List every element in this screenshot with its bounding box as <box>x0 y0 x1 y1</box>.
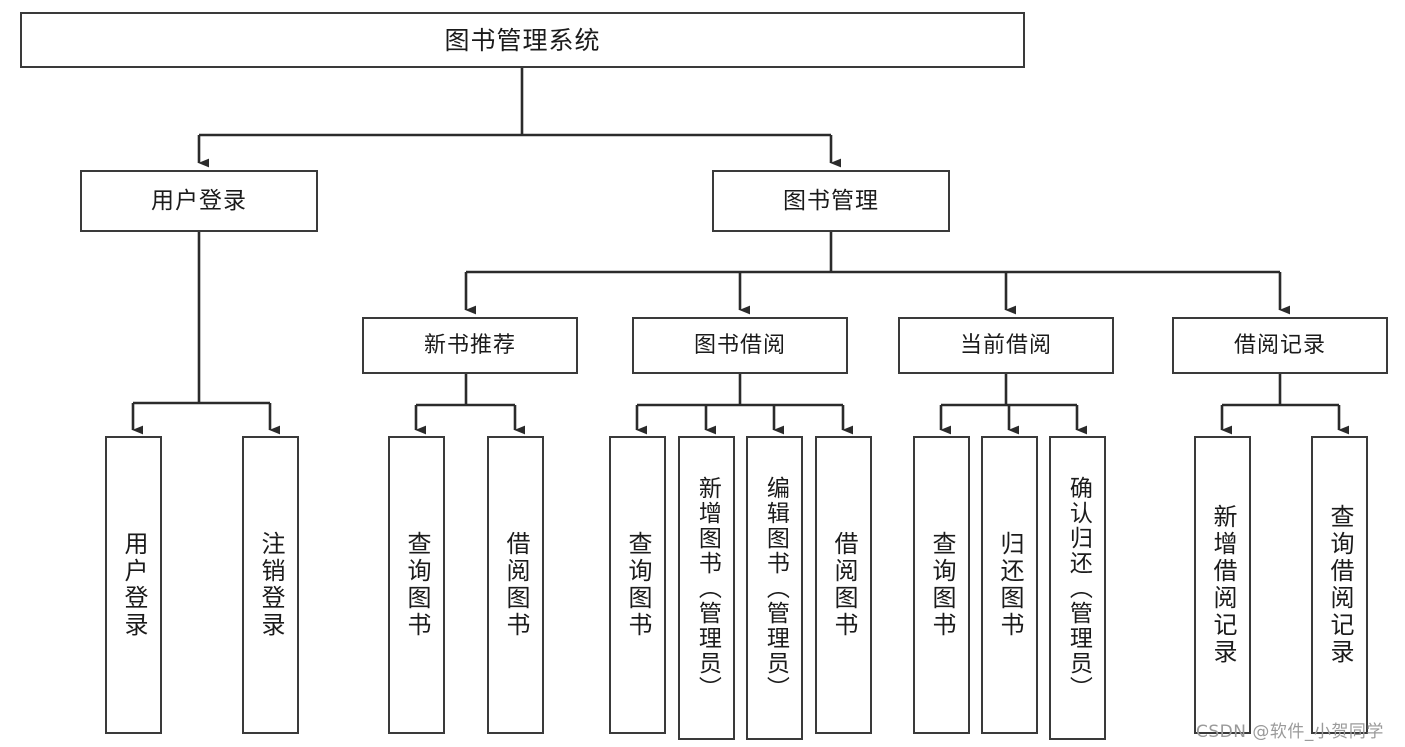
node-leaf-add-book[interactable]: 新增图书（管理员） <box>678 436 735 740</box>
node-current-borrow[interactable]: 当前借阅 <box>898 317 1114 374</box>
node-label: 新增图书（管理员） <box>694 475 721 701</box>
node-borrow-record[interactable]: 借阅记录 <box>1172 317 1388 374</box>
node-book-management[interactable]: 图书管理 <box>712 170 950 232</box>
node-book-borrow[interactable]: 图书借阅 <box>632 317 848 374</box>
node-label: 查询借阅记录 <box>1325 504 1354 666</box>
node-leaf-user-login[interactable]: 用户登录 <box>105 436 162 734</box>
node-label: 借阅图书 <box>829 531 858 639</box>
node-label: 用户登录 <box>151 187 247 214</box>
node-label: 借阅记录 <box>1233 332 1326 358</box>
node-root-system[interactable]: 图书管理系统 <box>20 12 1025 68</box>
node-label: 注销登录 <box>256 531 285 639</box>
node-label: 图书管理系统 <box>444 25 601 55</box>
node-label: 确认归还（管理员） <box>1065 475 1092 701</box>
node-user-login[interactable]: 用户登录 <box>80 170 318 232</box>
node-leaf-query-book-3[interactable]: 查询图书 <box>913 436 970 734</box>
node-label: 新增借阅记录 <box>1208 504 1237 666</box>
node-leaf-query-record[interactable]: 查询借阅记录 <box>1311 436 1368 734</box>
node-label: 查询图书 <box>623 531 652 639</box>
node-leaf-borrow-book-1[interactable]: 借阅图书 <box>487 436 544 734</box>
node-leaf-borrow-book-2[interactable]: 借阅图书 <box>815 436 872 734</box>
node-leaf-query-book-2[interactable]: 查询图书 <box>609 436 666 734</box>
csdn-watermark: CSDN @软件_小贺同学 <box>1196 722 1384 742</box>
node-label: 当前借阅 <box>959 332 1052 358</box>
node-label: 新书推荐 <box>423 332 516 358</box>
node-label: 查询图书 <box>927 531 956 639</box>
node-leaf-logout-login[interactable]: 注销登录 <box>242 436 299 734</box>
node-leaf-add-record[interactable]: 新增借阅记录 <box>1194 436 1251 734</box>
node-label: 查询图书 <box>402 531 431 639</box>
node-label: 用户登录 <box>119 531 148 639</box>
node-leaf-confirm-return[interactable]: 确认归还（管理员） <box>1049 436 1106 740</box>
node-label: 借阅图书 <box>501 531 530 639</box>
node-label: 编辑图书（管理员） <box>762 475 789 701</box>
node-leaf-edit-book[interactable]: 编辑图书（管理员） <box>746 436 803 740</box>
node-label: 图书借阅 <box>693 332 786 358</box>
node-label: 图书管理 <box>783 187 879 214</box>
node-new-book-recommend[interactable]: 新书推荐 <box>362 317 578 374</box>
node-leaf-return-book[interactable]: 归还图书 <box>981 436 1038 734</box>
node-leaf-query-book-1[interactable]: 查询图书 <box>388 436 445 734</box>
node-label: 归还图书 <box>995 531 1024 639</box>
